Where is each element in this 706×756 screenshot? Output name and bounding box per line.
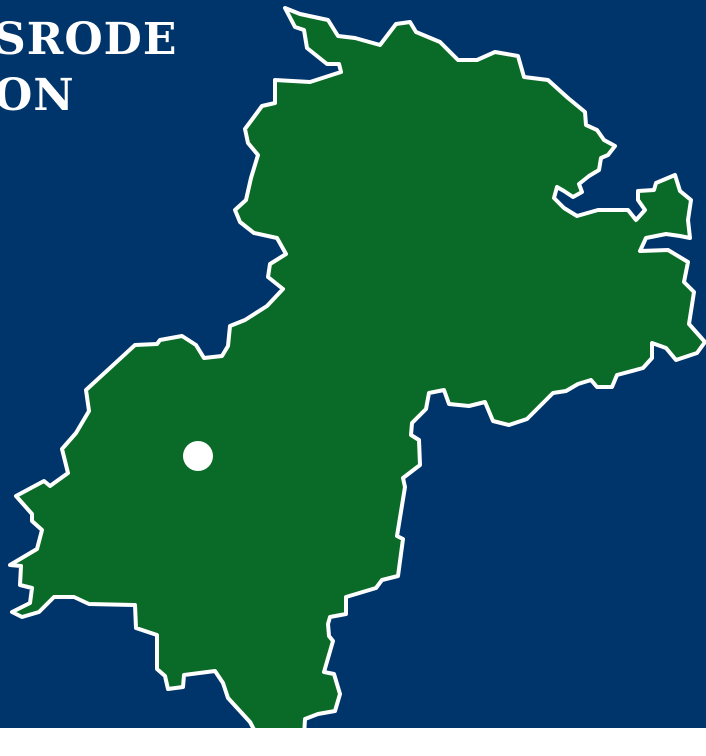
- municipality-region: [8, 6, 706, 756]
- location-dot-marker: [183, 441, 213, 471]
- map-title: SRODE ON: [0, 12, 177, 125]
- map-title-line-2: ON: [0, 70, 75, 122]
- map-title-line-1: SRODE: [0, 14, 178, 65]
- footer-strip: [0, 728, 706, 756]
